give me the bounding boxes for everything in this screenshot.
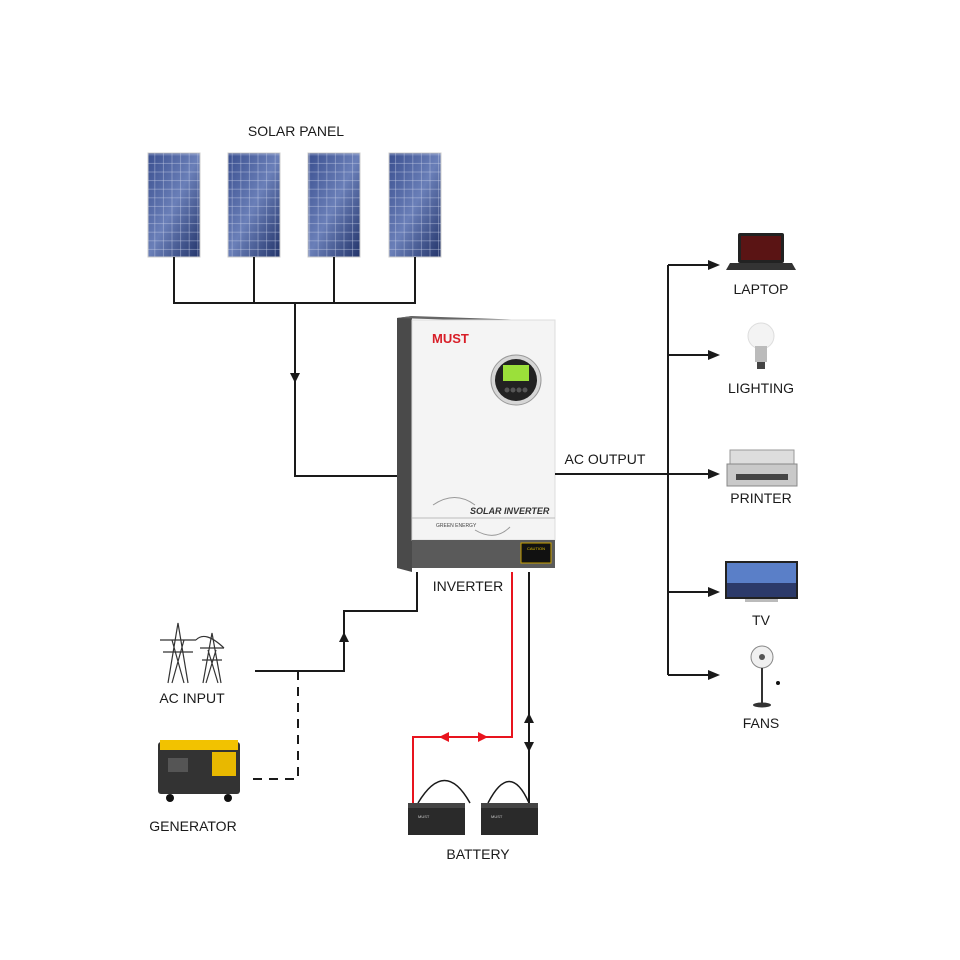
battery-negative-wire — [417, 572, 530, 807]
fans-label: FANS — [743, 715, 780, 731]
ac-input-wiring — [253, 572, 418, 780]
arrow-right-icon — [708, 469, 720, 479]
arrow-right-icon — [708, 587, 720, 597]
laptop-label: LAPTOP — [734, 281, 789, 297]
power-tower-icon — [160, 622, 225, 684]
battery-brand: MUST — [491, 814, 503, 819]
tv-icon — [725, 561, 798, 602]
product-name: SOLAR INVERTER — [470, 506, 550, 516]
solar-panel-icon — [227, 152, 281, 258]
arrow-left-icon — [439, 732, 449, 742]
arrow-down-icon — [290, 373, 300, 383]
generator-icon — [158, 740, 240, 802]
inverter-label: INVERTER — [433, 578, 504, 594]
solar-panel-icon — [307, 152, 361, 258]
lcd-screen — [503, 365, 529, 381]
battery-brand: MUST — [418, 814, 430, 819]
arrow-up-icon — [339, 632, 349, 642]
battery-icon: MUST — [408, 803, 465, 835]
solar-panel-array — [147, 152, 442, 258]
caution-text: CAUTION — [527, 546, 545, 551]
printer-icon — [726, 449, 798, 487]
pv-wiring — [173, 257, 416, 477]
arrow-right-icon — [708, 260, 720, 270]
arrow-down-icon — [524, 742, 534, 752]
solar-panel-icon — [388, 152, 442, 258]
battery-positive-wire — [412, 572, 513, 807]
inverter-device: MUST SOLAR INVERTER GREEN ENERGY CAUTION — [397, 316, 556, 572]
caution-label — [520, 542, 552, 564]
battery-label: BATTERY — [446, 846, 510, 862]
ac-output-arrows — [708, 260, 720, 680]
tagline: GREEN ENERGY — [436, 523, 477, 529]
arrow-up-icon — [524, 713, 534, 723]
battery-icon: MUST — [481, 803, 538, 835]
solar-panel-icon — [147, 152, 201, 258]
fan-icon — [750, 645, 780, 708]
brand-logo: MUST — [432, 331, 469, 346]
light-bulb-icon — [747, 322, 775, 369]
ac-output-wiring — [555, 264, 710, 676]
generator-label: GENERATOR — [149, 818, 236, 834]
ac-output-label: AC OUTPUT — [565, 451, 646, 467]
arrow-right-icon — [708, 350, 720, 360]
lighting-label: LIGHTING — [728, 380, 794, 396]
ac-input-label: AC INPUT — [159, 690, 225, 706]
arrow-right-icon — [478, 732, 488, 742]
arrow-right-icon — [708, 670, 720, 680]
tv-label: TV — [752, 612, 771, 628]
printer-label: PRINTER — [730, 490, 791, 506]
laptop-icon — [726, 233, 796, 270]
solar-panel-label: SOLAR PANEL — [248, 123, 344, 139]
